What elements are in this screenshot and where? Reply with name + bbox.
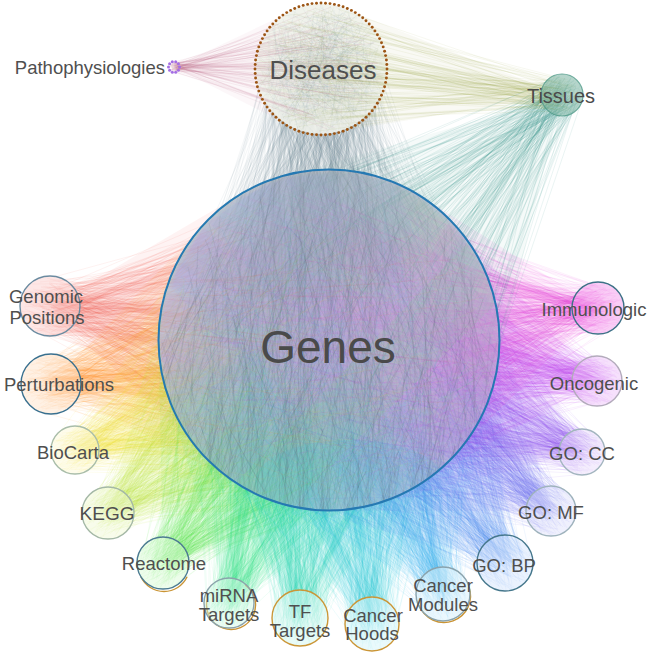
- svg-text:Genomic: Genomic: [9, 286, 83, 307]
- svg-text:Tissues: Tissues: [527, 85, 595, 107]
- svg-text:TF: TF: [289, 601, 312, 622]
- svg-text:Reactome: Reactome: [122, 553, 206, 574]
- svg-text:GO: MF: GO: MF: [518, 502, 584, 523]
- svg-text:Genes: Genes: [260, 321, 396, 373]
- svg-text:Perturbations: Perturbations: [4, 374, 114, 395]
- svg-text:Diseases: Diseases: [270, 55, 377, 85]
- svg-text:Pathophysiologies: Pathophysiologies: [15, 57, 165, 78]
- svg-text:Targets: Targets: [270, 620, 331, 641]
- svg-text:Modules: Modules: [408, 594, 478, 615]
- svg-text:Immunologic: Immunologic: [542, 299, 647, 320]
- svg-text:miRNA: miRNA: [200, 585, 259, 606]
- svg-text:BioCarta: BioCarta: [37, 442, 110, 463]
- svg-text:GO: BP: GO: BP: [472, 555, 536, 576]
- svg-text:KEGG: KEGG: [80, 503, 135, 524]
- svg-text:GO: CC: GO: CC: [549, 443, 615, 464]
- svg-text:Oncogenic: Oncogenic: [550, 373, 638, 394]
- svg-text:Hoods: Hoods: [345, 623, 398, 644]
- svg-text:Targets: Targets: [199, 604, 260, 625]
- svg-text:Cancer: Cancer: [413, 575, 473, 596]
- svg-text:Positions: Positions: [9, 307, 84, 328]
